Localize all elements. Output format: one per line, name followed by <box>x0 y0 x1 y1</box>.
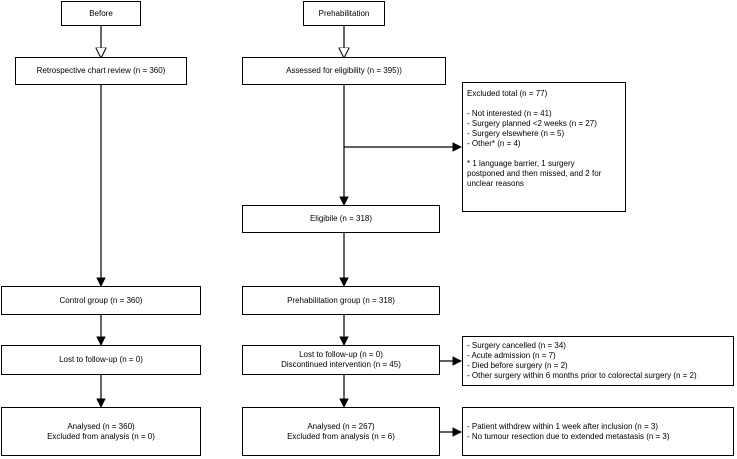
prehab-header: Prehabilitation <box>303 1 385 26</box>
excluded-title: Excluded total (n = 77) <box>467 89 548 98</box>
discontinued-item: - Died before surgery (n = 2) <box>467 361 568 370</box>
discontinued-item: - Acute admission (n = 7) <box>467 351 556 360</box>
discontinued-item: - Other surgery within 6 months prior to… <box>467 371 697 380</box>
left-analysed-label: Analysed (n = 360) <box>67 421 135 431</box>
left-analysed-box: Analysed (n = 360) Excluded from analysi… <box>1 407 201 456</box>
right-lost-label: Lost to follow-up (n = 0) <box>299 350 383 359</box>
withdrawn-box: - Patient withdrew within 1 week after i… <box>462 407 734 456</box>
chart-review-label: Retrospective chart review (n = 360) <box>36 66 166 75</box>
before-header-label: Before <box>89 8 113 18</box>
assessed-box: Assessed for eligibility (n = 395)) <box>242 57 446 85</box>
excluded-item: - Surgery elsewhere (n = 5) <box>467 129 565 138</box>
prehab-group-label: Prehabilitation group (n = 318) <box>287 295 395 305</box>
right-analysed-label: Analysed (n = 267) <box>307 421 375 431</box>
excluded-footnote: unclear reasons <box>467 179 524 188</box>
right-excluded-analysis-label: Excluded from analysis (n = 6) <box>287 431 395 441</box>
withdrawn-item: - Patient withdrew within 1 week after i… <box>467 421 658 431</box>
excluded-box: Excluded total (n = 77) - Not interested… <box>462 82 626 212</box>
excluded-item: - Surgery planned <2 weeks (n = 27) <box>467 119 597 128</box>
discontinued-label: Discontinued intervention (n = 45) <box>281 360 401 369</box>
prehab-group-box: Prehabilitation group (n = 318) <box>242 286 440 315</box>
discontinued-item: - Surgery cancelled (n = 34) <box>467 341 566 350</box>
control-group-box: Control group (n = 360) <box>1 286 201 315</box>
discontinued-box: - Surgery cancelled (n = 34) - Acute adm… <box>462 336 734 386</box>
eligible-label: Eligibile (n = 318) <box>309 214 373 223</box>
excluded-item: - Not interested (n = 41) <box>467 109 552 118</box>
excluded-footnote: * 1 language barrier, 1 surgery <box>467 159 575 168</box>
left-excluded-analysis-label: Excluded from analysis (n = 0) <box>47 431 155 441</box>
eligible-box: Eligibile (n = 318) <box>242 205 440 233</box>
right-analysed-box: Analysed (n = 267) Excluded from analysi… <box>242 407 440 456</box>
excluded-item: - Other* (n = 4) <box>467 139 521 148</box>
left-lost-label: Lost to follow-up (n = 0) <box>59 355 143 364</box>
prehab-header-label: Prehabilitation <box>318 8 370 18</box>
right-lost-box: Lost to follow-up (n = 0) Discontinued i… <box>242 345 440 375</box>
control-group-label: Control group (n = 360) <box>59 295 143 305</box>
left-lost-box: Lost to follow-up (n = 0) <box>1 345 201 375</box>
chart-review-box: Retrospective chart review (n = 360) <box>15 57 187 85</box>
withdrawn-item: - No tumour resection due to extended me… <box>467 431 670 441</box>
before-header: Before <box>61 1 141 26</box>
excluded-footnote: postponed and then missed, and 2 for <box>467 169 602 178</box>
assessed-label: Assessed for eligibility (n = 395)) <box>286 66 402 75</box>
